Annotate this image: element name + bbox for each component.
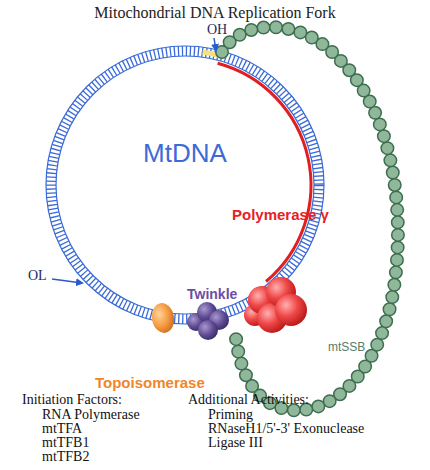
mtssb-bead-outline bbox=[222, 27, 398, 410]
mtssb-beads bbox=[222, 27, 398, 410]
list-item: RNA Polymerase bbox=[42, 407, 140, 423]
diagram-title: Mitochondrial DNA Replication Fork bbox=[0, 4, 430, 22]
list-item: Ligase III bbox=[208, 435, 263, 451]
list-item: mtTFB2 bbox=[42, 449, 89, 465]
topoisomerase-shape bbox=[150, 301, 177, 334]
origin-arrow bbox=[214, 38, 216, 50]
twinkle-helicase bbox=[187, 302, 229, 340]
list-item: mtTFA bbox=[42, 421, 82, 437]
enzyme-label: Polymerase γ bbox=[232, 206, 329, 223]
enzyme-label: Twinkle bbox=[187, 286, 237, 302]
origin-arrow bbox=[52, 279, 82, 283]
list-item: Priming bbox=[208, 407, 253, 423]
protein-label: mtSSB bbox=[328, 340, 365, 354]
polymerase-gamma bbox=[244, 277, 307, 333]
origin-label: OH bbox=[207, 22, 227, 38]
list-heading: Additional Activities: bbox=[188, 392, 309, 408]
dna-label: MtDNA bbox=[43, 139, 327, 168]
list-item: mtTFB1 bbox=[42, 435, 89, 451]
origin-label: OL bbox=[28, 268, 47, 284]
enzyme-label: Topoisomerase bbox=[95, 374, 205, 391]
list-heading: Initiation Factors: bbox=[22, 392, 122, 408]
list-item: RNaseH1/5'-3' Exonuclease bbox=[208, 421, 364, 437]
